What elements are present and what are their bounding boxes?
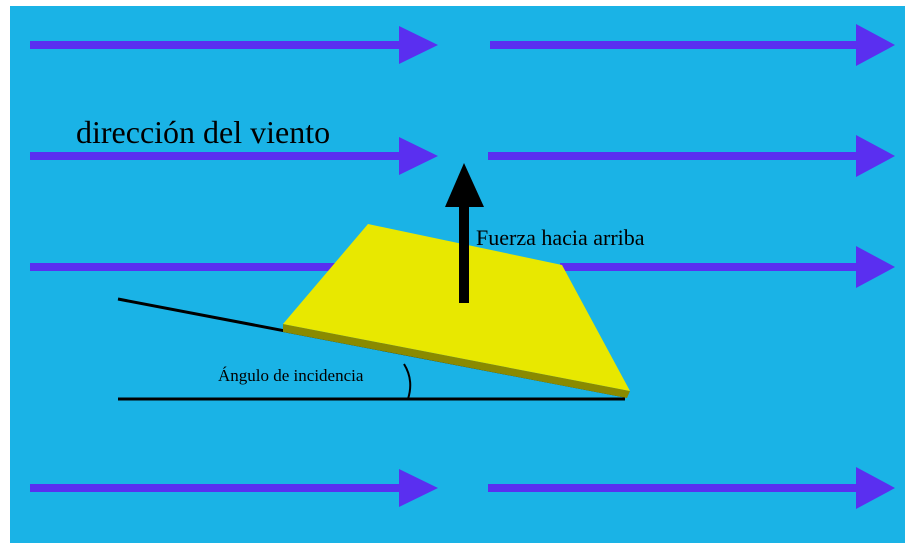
wind-arrow-icon (488, 135, 895, 177)
inclined-plate (283, 224, 630, 398)
wind-arrow-icon (30, 26, 438, 64)
upward-force-label: Fuerza hacia arriba (476, 225, 645, 250)
wind-arrow-icon (30, 469, 438, 507)
wind-arrows (30, 24, 895, 509)
wind-arrow-icon (560, 246, 895, 288)
wind-arrow-icon (30, 263, 350, 271)
angle-of-incidence-label: Ángulo de incidencia (218, 366, 364, 385)
wind-direction-label: dirección del viento (76, 114, 330, 150)
plate-surface (283, 224, 630, 391)
wind-arrow-icon (488, 467, 895, 509)
wind-arrow-icon (490, 24, 895, 66)
angle-arc (403, 363, 412, 400)
plate-edge (283, 324, 630, 398)
wind-arrow-icon (30, 137, 438, 175)
up-arrow-icon (445, 163, 484, 303)
